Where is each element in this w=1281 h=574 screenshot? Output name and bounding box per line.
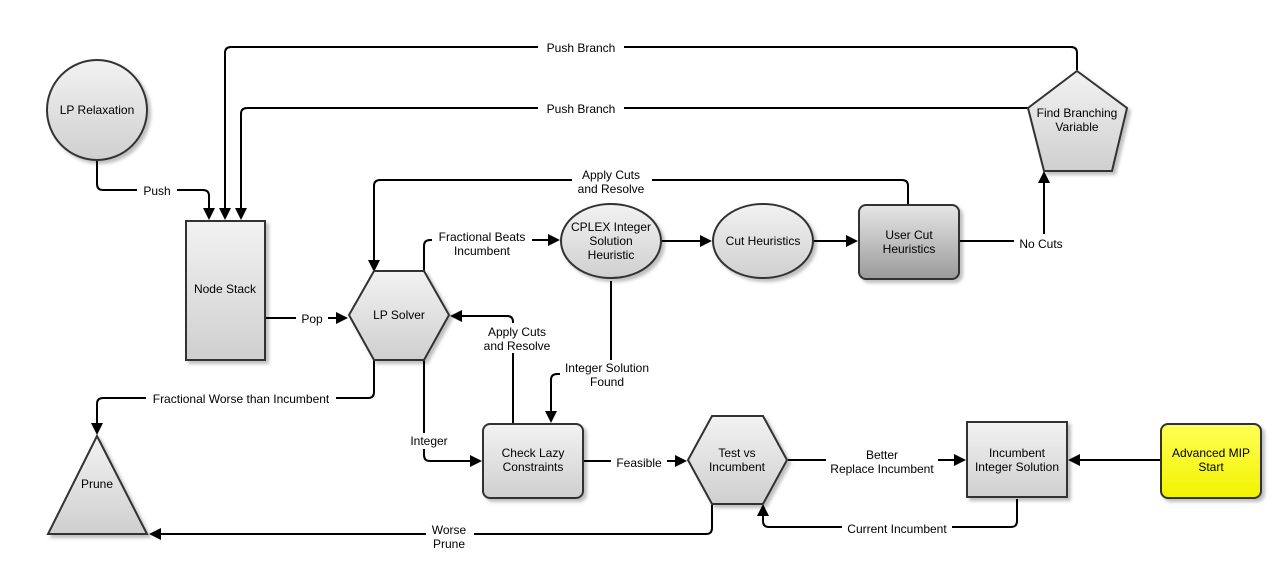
node-find-branching-label-1: Find Branching: [1037, 106, 1118, 120]
arrowhead-apply-cuts-lazy: [450, 310, 462, 322]
label-apply-cuts-top-1: Apply Cuts: [582, 168, 640, 182]
arrowheads: [91, 171, 1080, 540]
arrowhead-push: [203, 208, 215, 220]
label-pop: Pop: [301, 312, 323, 326]
label-fractional-beats-2: Incumbent: [454, 244, 511, 258]
arrowhead-advanced-to-incumbent: [1068, 454, 1080, 466]
node-user-cut-heuristics: User Cut Heuristics: [858, 204, 960, 280]
node-lp-relaxation: LP Relaxation: [46, 59, 148, 161]
edge-labels: Push Branch Push Branch Push Pop Apply C…: [137, 40, 1068, 551]
label-push: Push: [143, 184, 170, 198]
arrowhead-integer-solution-found: [545, 411, 557, 423]
edge-apply-cuts-lazy: [460, 315, 514, 424]
node-test-incumbent-label-1: Test vs: [718, 446, 755, 460]
label-apply-cuts-lazy-1: Apply Cuts: [488, 325, 546, 339]
edge-worse-prune: [160, 505, 713, 535]
arrowhead-fractional-worse: [91, 423, 103, 435]
label-integer: Integer: [410, 434, 447, 448]
node-advanced-mip-label-1: Advanced MIP: [1172, 446, 1250, 460]
edge-no-cuts: [960, 182, 1045, 242]
arrowhead-current-incumbent: [757, 504, 769, 516]
label-fractional-worse: Fractional Worse than Incumbent: [153, 392, 330, 406]
node-lp-relaxation-label: LP Relaxation: [60, 103, 135, 117]
label-apply-cuts-lazy-2: and Resolve: [484, 339, 551, 353]
node-node-stack-label: Node Stack: [194, 282, 257, 296]
arrowhead-worse-prune: [149, 528, 161, 540]
arrowhead-push-branch-inner: [235, 208, 247, 220]
node-check-lazy-label-2: Constraints: [503, 460, 564, 474]
node-test-incumbent: Test vs Incumbent: [686, 415, 789, 505]
edge-push-branch-outer: [224, 46, 1078, 210]
arrowhead-integer: [470, 455, 482, 467]
arrowhead-cut-to-user: [846, 235, 858, 247]
edge-fractional-beats: [423, 239, 550, 271]
node-cplex-heuristic-label-2: Solution: [589, 234, 632, 248]
node-lp-solver-label: LP Solver: [373, 308, 425, 322]
node-cplex-heuristic: CPLEX Integer Solution Heuristic: [560, 203, 662, 279]
arrowhead-push-branch-outer: [219, 208, 231, 220]
label-better-1: Better: [866, 448, 898, 462]
label-push-branch-inner: Push Branch: [547, 102, 616, 116]
edge-integer-solution-found: [550, 281, 612, 413]
edge-push-branch-inner: [240, 107, 1030, 210]
node-incumbent-label-2: Integer Solution: [975, 460, 1059, 474]
arrowhead-pop: [336, 312, 348, 324]
node-find-branching-label-2: Variable: [1055, 120, 1098, 134]
node-user-cut-label-2: Heuristics: [883, 242, 936, 256]
arrowhead-no-cuts: [1038, 171, 1050, 183]
label-no-cuts: No Cuts: [1019, 237, 1062, 251]
node-incumbent-solution: Incumbent Integer Solution: [966, 421, 1068, 498]
label-push-branch-outer: Push Branch: [547, 41, 616, 55]
arrowhead-fractional-beats: [548, 234, 560, 246]
label-integer-solution-found-1: Integer Solution: [565, 361, 649, 375]
node-check-lazy: Check Lazy Constraints: [482, 423, 584, 499]
node-lp-solver: LP Solver: [347, 270, 451, 361]
node-cplex-heuristic-label-1: CPLEX Integer: [571, 220, 651, 234]
label-better-2: Replace Incumbent: [830, 462, 934, 476]
node-incumbent-label-1: Incumbent: [989, 446, 1046, 460]
label-apply-cuts-top-2: and Resolve: [578, 182, 645, 196]
node-advanced-mip-label-2: Start: [1198, 460, 1224, 474]
node-find-branching: Find Branching Variable: [1026, 69, 1129, 172]
arrowhead-cplex-to-cut: [700, 235, 712, 247]
node-user-cut-label-1: User Cut: [885, 228, 933, 242]
node-prune-label: Prune: [81, 477, 113, 491]
label-current-incumbent: Current Incumbent: [847, 522, 947, 536]
node-advanced-mip-start: Advanced MIP Start: [1160, 423, 1262, 499]
arrowhead-feasible: [675, 455, 687, 467]
node-cplex-heuristic-label-3: Heuristic: [588, 248, 635, 262]
node-cut-heuristics: Cut Heuristics: [712, 203, 814, 279]
node-node-stack: Node Stack: [185, 220, 266, 361]
label-worse-2: Prune: [433, 537, 465, 551]
edge-integer: [423, 360, 472, 462]
arrowhead-apply-cuts-top: [368, 260, 380, 272]
node-check-lazy-label-1: Check Lazy: [502, 446, 565, 460]
label-integer-solution-found-2: Found: [590, 375, 624, 389]
node-test-incumbent-label-2: Incumbent: [709, 460, 766, 474]
label-worse-1: Worse: [432, 523, 467, 537]
label-fractional-beats-1: Fractional Beats: [439, 230, 526, 244]
node-cut-heuristics-label: Cut Heuristics: [726, 234, 801, 248]
label-feasible: Feasible: [616, 456, 662, 470]
arrowhead-better: [954, 454, 966, 466]
node-prune: Prune: [46, 433, 149, 535]
